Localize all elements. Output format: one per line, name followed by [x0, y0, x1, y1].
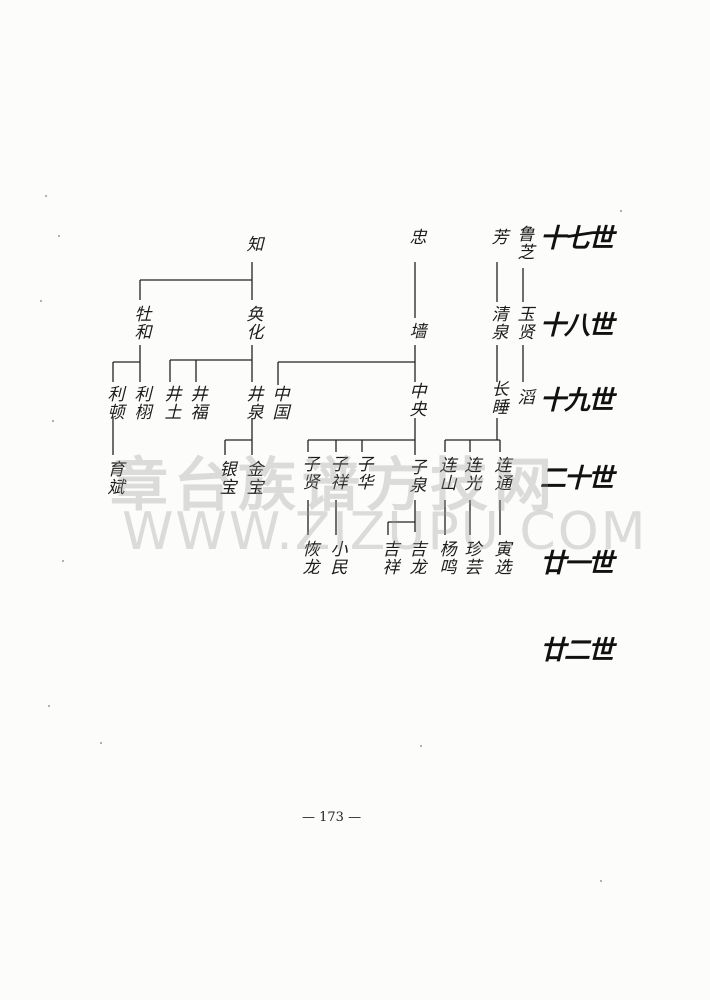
- person-name: 滔: [513, 388, 534, 406]
- person-name: 育斌: [103, 460, 124, 496]
- person-name: 吉龙: [405, 540, 426, 576]
- person-name: 知: [242, 235, 263, 253]
- person-name: 连山: [435, 456, 456, 492]
- person-name: 珍芸: [460, 540, 481, 576]
- person-name: 井福: [186, 385, 207, 421]
- watermark-chinese: 章台族谱方技网: [110, 451, 559, 519]
- scan-speck: [40, 300, 42, 302]
- scan-speck: [45, 195, 47, 197]
- person-name: 寅选: [490, 540, 511, 576]
- person-name: 奂化: [242, 305, 263, 341]
- scan-speck: [52, 420, 54, 422]
- generation-label: 十七世: [540, 224, 614, 254]
- generation-label: 十九世: [540, 386, 614, 416]
- person-name: 银宝: [215, 460, 236, 496]
- person-name: 杨鸣: [435, 540, 456, 576]
- person-name: 小民: [326, 540, 347, 576]
- scan-speck: [420, 745, 422, 747]
- scan-speck: [48, 705, 50, 707]
- scan-speck: [62, 560, 64, 562]
- person-name: 中央: [405, 382, 426, 418]
- person-name: 吉祥: [378, 540, 399, 576]
- person-name: 子华: [352, 455, 373, 491]
- person-name: 中国: [268, 385, 289, 421]
- person-name: 连光: [460, 456, 481, 492]
- scan-speck: [600, 880, 602, 882]
- scan-speck: [58, 235, 60, 237]
- generation-label: 十八世: [540, 311, 614, 341]
- person-name: 忠: [405, 228, 426, 246]
- person-name: 长睡: [487, 380, 508, 416]
- page-number: — 173 —: [302, 810, 362, 825]
- person-name: 子贤: [298, 455, 319, 491]
- person-name: 牡和: [130, 305, 151, 341]
- person-name: 利栩: [130, 385, 151, 421]
- person-name: 墙: [405, 322, 426, 340]
- person-name: 清泉: [487, 305, 508, 341]
- person-name: 芳: [487, 228, 508, 246]
- person-name: 井泉: [242, 385, 263, 421]
- person-name: 子泉: [405, 458, 426, 494]
- generation-label: 廿一世: [540, 549, 614, 579]
- watermark-url: WWW.ZIZUPU.COM: [122, 502, 648, 562]
- scan-speck: [100, 742, 102, 744]
- person-name: 利顿: [103, 385, 124, 421]
- person-name: 金宝: [242, 460, 263, 496]
- person-name: 恢龙: [298, 540, 319, 576]
- person-name: 井土: [160, 385, 181, 421]
- person-name: 子祥: [326, 455, 347, 491]
- generation-label: 廿二世: [540, 636, 614, 666]
- scan-speck: [620, 210, 622, 212]
- person-name: 鲁芝: [513, 225, 534, 261]
- generation-label: 二十世: [540, 464, 614, 494]
- person-name: 连通: [490, 456, 511, 492]
- person-name: 玉贤: [513, 305, 534, 341]
